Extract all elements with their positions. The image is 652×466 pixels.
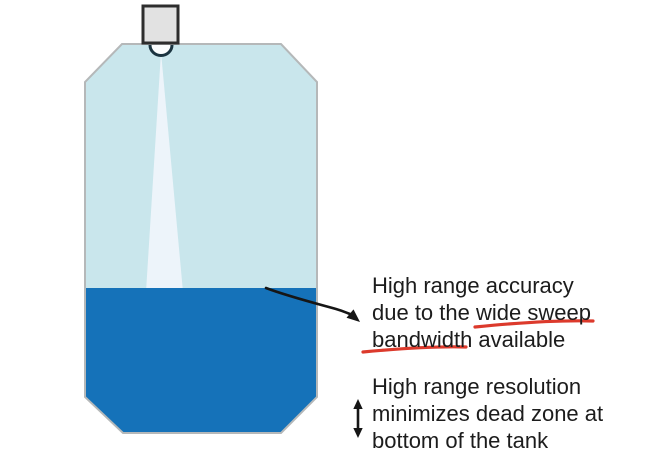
red-underline-bandwidth [361,345,468,354]
callout-arrow [264,286,352,316]
annotation-accuracy-line-2: due to the wide sweep [372,300,591,325]
red-underline-wide-sweep [473,319,595,329]
range-arrow-up-head-icon [353,399,363,409]
liquid-level [85,288,317,433]
dead-zone-range-arrow [353,399,363,438]
annotation-accuracy-line-1: High range accuracy [372,273,574,298]
radar-beam [146,52,183,292]
callout-arrowhead-icon [346,309,360,322]
antenna-horn-icon [148,44,174,57]
annotation-accuracy: High range accuracy due to the wide swee… [372,272,591,353]
range-arrow-down-head-icon [353,428,363,438]
annotation-resolution: High range resolution minimizes dead zon… [372,373,603,454]
radar-transmitter-housing [141,4,180,45]
annotation-resolution-line-2: minimizes dead zone at [372,401,604,426]
annotation-resolution-line-3: bottom of the tank [372,428,549,453]
annotation-resolution-line-1: High range resolution [372,374,582,399]
tank-outline [84,43,318,434]
annotation-accuracy-line-3: bandwidth available [372,327,566,352]
